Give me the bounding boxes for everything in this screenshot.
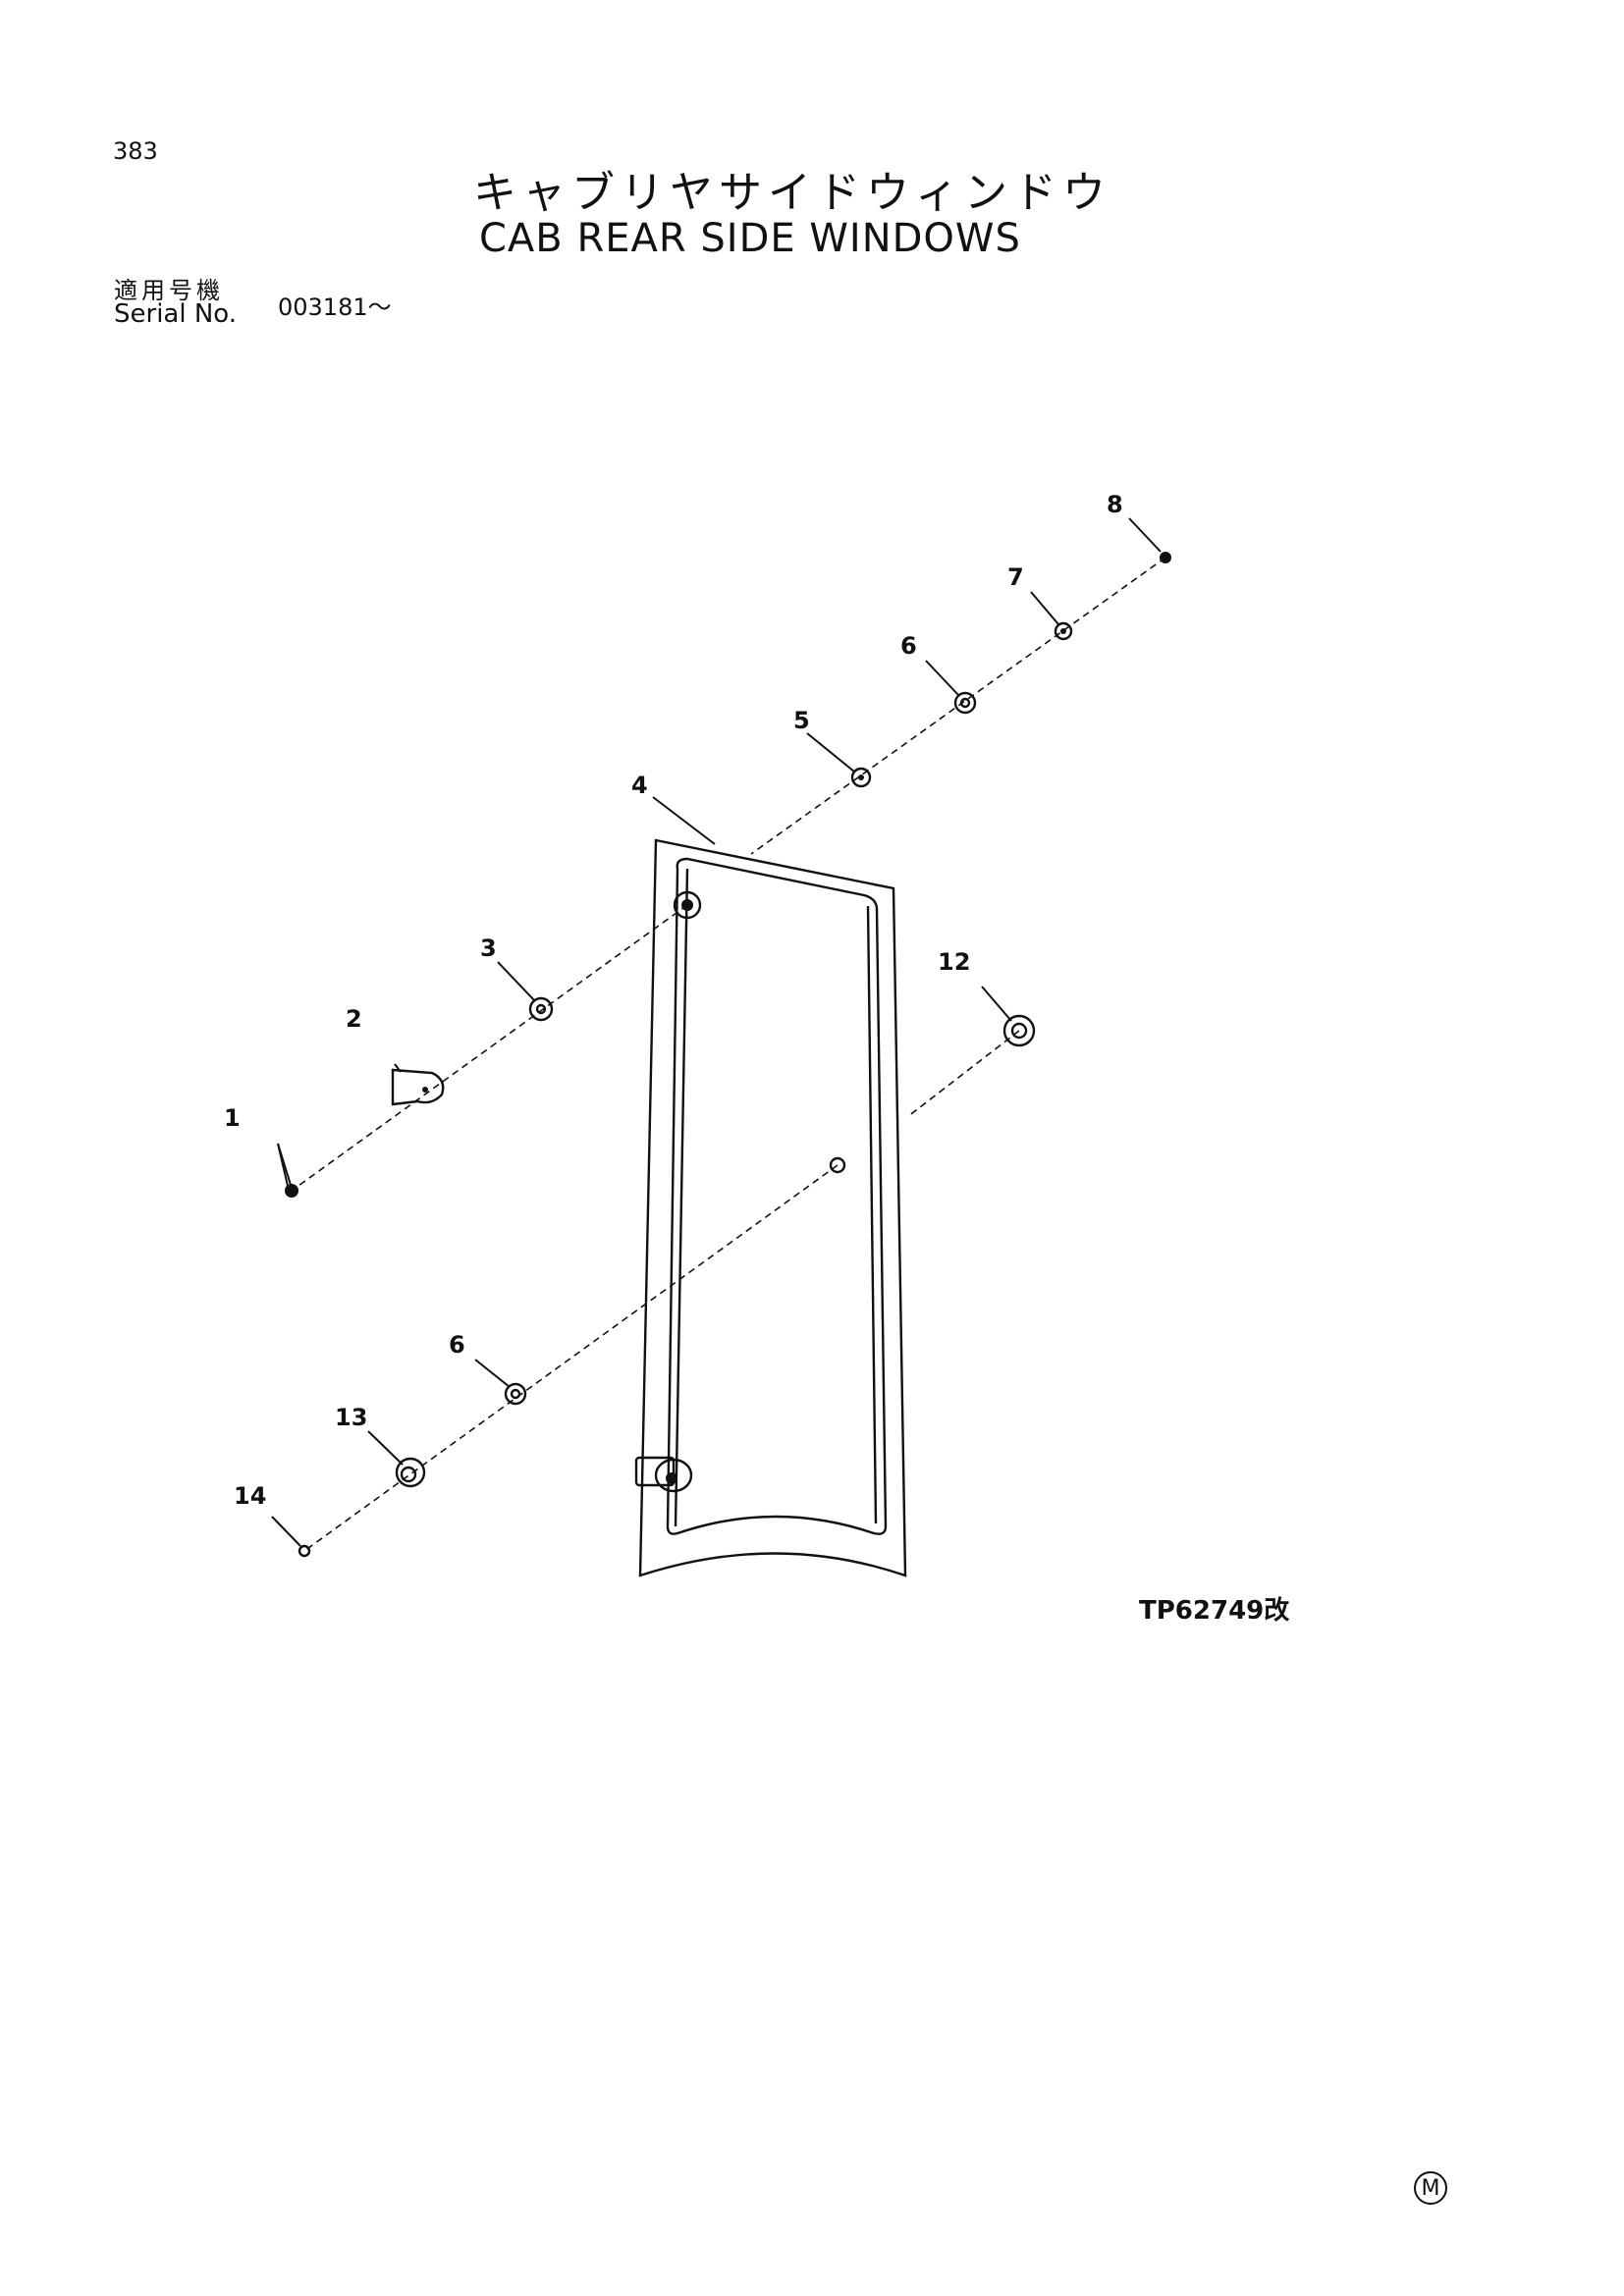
leader-lines — [271, 517, 1162, 1547]
callout-7: 7 — [1007, 563, 1024, 591]
serial-value: 003181～ — [278, 294, 392, 321]
title-english: CAB REAR SIDE WINDOWS — [479, 216, 1021, 261]
callout-14: 14 — [234, 1482, 266, 1510]
callout-labels: 1 2 3 4 5 6 7 8 12 6 13 14 — [224, 491, 1123, 1510]
callout-4: 4 — [631, 772, 648, 799]
callout-3: 3 — [480, 934, 497, 962]
assembly-lines — [291, 557, 1166, 1552]
drawing-code: TP62749改 — [1139, 1596, 1290, 1626]
page-number: 383 — [113, 137, 158, 165]
serial-label-japanese: 適用号機 — [114, 277, 224, 304]
corner-mark: M — [1414, 2171, 1447, 2205]
callout-6-upper: 6 — [900, 632, 917, 660]
callout-5: 5 — [793, 707, 810, 734]
callout-2: 2 — [346, 1005, 362, 1033]
title-japanese: キャブリヤサイドウィンドウ — [473, 168, 1111, 218]
callout-1: 1 — [224, 1104, 241, 1132]
callout-12: 12 — [938, 948, 970, 976]
hardware-parts — [285, 552, 1171, 1558]
callout-13: 13 — [335, 1404, 367, 1431]
window-panel — [634, 838, 907, 1577]
serial-label-english: Serial No. — [114, 299, 237, 329]
callout-6-lower: 6 — [449, 1331, 465, 1359]
callout-8: 8 — [1107, 491, 1123, 518]
